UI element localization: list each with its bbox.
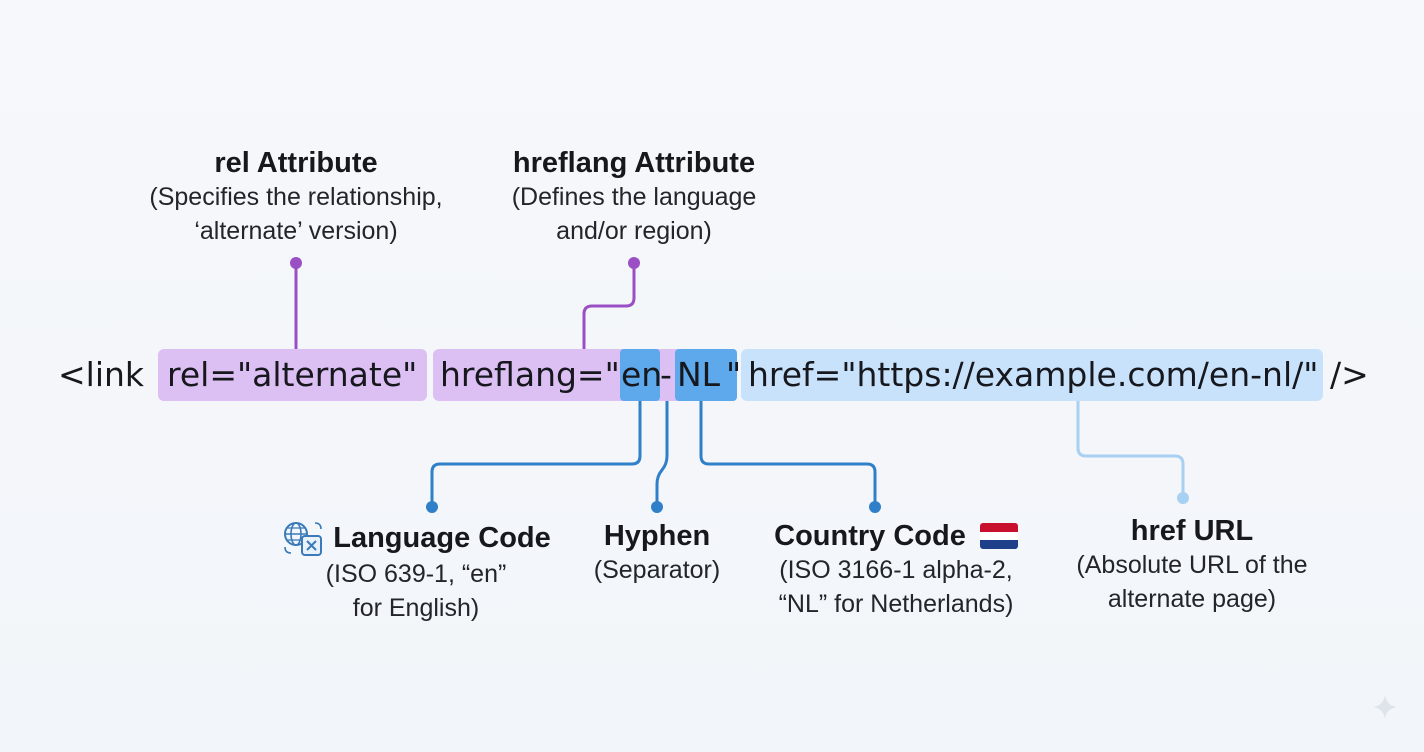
rel-annotation: rel Attribute (Specifies the relationshi… — [110, 146, 482, 248]
href-connector — [1076, 401, 1185, 498]
code-country-code: NL — [677, 355, 721, 394]
language-connector — [430, 401, 642, 507]
href-desc-line1: (Absolute URL of the — [1076, 551, 1308, 579]
hyphen-annotation: Hyphen (Separator) — [577, 519, 737, 587]
code-hreflang-suffix: " — [726, 355, 742, 394]
sparkle-icon — [1373, 695, 1397, 719]
href-annotation: href URL (Absolute URL of the alternate … — [1050, 514, 1334, 616]
hreflang-connector-dot — [628, 257, 640, 269]
language-connector-dot — [426, 501, 438, 513]
language-annotation: Language Code (ISO 639-1, “en” for Engli… — [276, 519, 556, 625]
country-code-highlight — [675, 349, 737, 401]
translate-icon — [284, 522, 323, 556]
code-close-tag: /> — [1330, 355, 1369, 394]
code-open-tag: <link — [58, 355, 145, 394]
language-desc-line2: for English) — [352, 594, 480, 622]
href-highlight — [741, 349, 1323, 401]
rel-highlight — [158, 349, 427, 401]
language-code-highlight — [620, 349, 660, 401]
code-rel-attribute: rel="alternate" — [167, 355, 418, 394]
rel-connector-dot — [290, 257, 302, 269]
country-connector — [699, 401, 877, 507]
href-desc-line2: alternate page) — [1107, 585, 1277, 613]
code-href-attribute: href="https://example.com/en-nl/" — [748, 355, 1319, 394]
rel-desc-line2: ‘alternate’ version) — [194, 217, 398, 245]
hreflang-desc-line1: (Defines the language — [511, 183, 757, 211]
href-title: href URL — [1130, 515, 1254, 547]
hreflang-desc-line2: and/or region) — [556, 217, 712, 245]
language-desc-line1: (ISO 639-1, “en” — [325, 560, 507, 588]
hreflang-title: hreflang Attribute — [512, 147, 756, 179]
href-connector-dot — [1177, 492, 1189, 504]
code-hyphen: - — [660, 355, 672, 394]
hyphen-connector — [655, 401, 669, 507]
country-connector-dot — [869, 501, 881, 513]
language-title: Language Code — [333, 522, 551, 554]
code-language-code: en — [621, 355, 663, 394]
hreflang-annotation: hreflang Attribute (Defines the language… — [484, 146, 784, 248]
hyphen-connector-dot — [651, 501, 663, 513]
hreflang-connector — [582, 263, 636, 349]
country-annotation: Country Code (ISO 3166-1 alpha-2, “NL” f… — [746, 519, 1046, 621]
country-desc-line1: (ISO 3166-1 alpha-2, — [779, 556, 1013, 584]
rel-desc-line1: (Specifies the relationship, — [149, 183, 443, 211]
hyphen-title: Hyphen — [603, 520, 711, 552]
country-desc-line2: “NL” for Netherlands) — [778, 590, 1014, 618]
country-title: Country Code — [774, 520, 966, 552]
code-hreflang-prefix: hreflang=" — [440, 355, 620, 394]
hyphen-desc-line1: (Separator) — [593, 556, 721, 584]
netherlands-flag-icon — [979, 523, 1018, 549]
rel-title: rel Attribute — [214, 147, 378, 179]
